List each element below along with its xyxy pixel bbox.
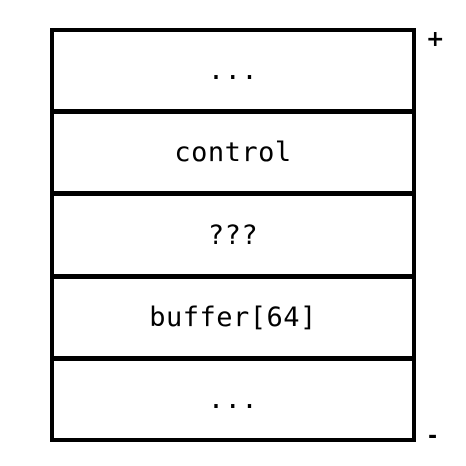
stack-cell-top-ellipsis: ... <box>207 55 259 87</box>
stack-cell-control: control <box>54 109 412 191</box>
lower-address-marker: - <box>428 424 438 449</box>
stack-cell-buffer: buffer[64] <box>54 273 412 356</box>
higher-address-marker: + <box>426 27 445 52</box>
stack-cell-unknown: ??? <box>54 191 412 273</box>
memory-stack-diagram: ... control ??? buffer[64] ... <box>50 28 416 442</box>
stack-cell-bottom-ellipsis: ... <box>54 355 412 438</box>
